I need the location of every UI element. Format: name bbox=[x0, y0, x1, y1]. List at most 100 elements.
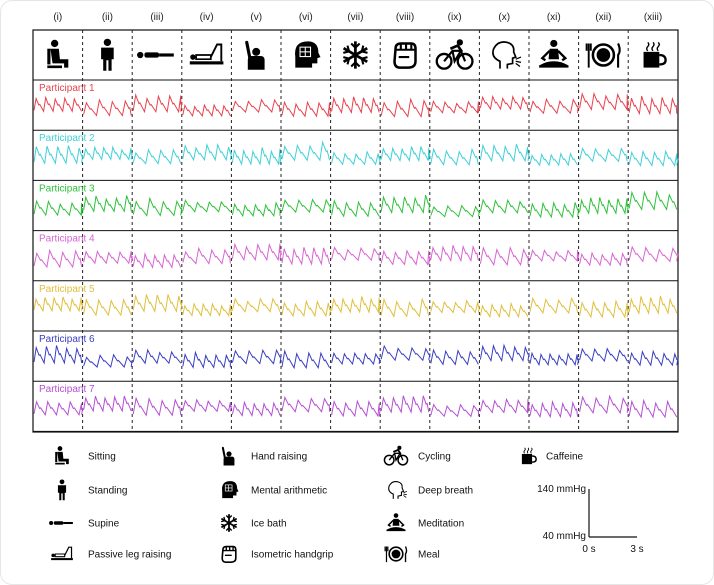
participant-labels: Participant 1 Participant 2 Participant 3 P… bbox=[39, 83, 95, 395]
isometric-handgrip-icon bbox=[393, 42, 417, 69]
legend-label: Meditation bbox=[418, 519, 464, 530]
waveform-trace bbox=[430, 299, 481, 314]
condition-icons bbox=[47, 38, 667, 71]
condition-numeral: (xiii) bbox=[644, 12, 662, 23]
legend-label: Passive leg raising bbox=[88, 550, 171, 561]
participant-label: Participant 5 bbox=[39, 284, 95, 295]
participant-label: Participant 4 bbox=[39, 234, 95, 245]
waveform-trace bbox=[33, 199, 84, 217]
scale-x-start-label: 0 s bbox=[582, 544, 595, 555]
waveform-trace bbox=[231, 297, 281, 313]
legend-label: Standing bbox=[88, 486, 127, 497]
waveform-trace bbox=[628, 398, 678, 419]
participant-label: Participant 1 bbox=[39, 83, 95, 94]
waveform-trace bbox=[479, 301, 529, 319]
condition-numeral: (viii) bbox=[396, 12, 414, 23]
participant-label: Participant 3 bbox=[39, 183, 95, 194]
waveform-trace bbox=[132, 148, 182, 165]
legend-label: Deep breath bbox=[418, 486, 473, 497]
mental-arithmetic-icon bbox=[295, 41, 321, 68]
waveform-trace bbox=[83, 98, 132, 117]
waveform-trace bbox=[33, 296, 84, 313]
waveform-trace bbox=[628, 245, 679, 263]
waveform-trace bbox=[132, 294, 183, 313]
waveform-trace bbox=[430, 99, 481, 115]
hand-raising-icon bbox=[245, 40, 265, 70]
waveform-trace bbox=[182, 103, 231, 118]
waveform-trace bbox=[132, 93, 183, 114]
passive-leg-raising-icon bbox=[189, 43, 224, 65]
waveform-trace bbox=[281, 349, 331, 370]
waveform-trace bbox=[281, 100, 332, 118]
waveform-trace bbox=[579, 347, 628, 363]
legend-label: Cycling bbox=[418, 452, 451, 463]
waveform-trace bbox=[529, 97, 579, 115]
waveform-trace bbox=[182, 199, 231, 213]
caffeine-icon bbox=[521, 447, 537, 465]
mental-arithmetic-icon bbox=[222, 481, 239, 499]
waveform-trace bbox=[33, 345, 83, 365]
waveform-trace bbox=[529, 200, 580, 219]
waveform-trace bbox=[479, 198, 529, 214]
waveform-trace bbox=[380, 395, 430, 414]
waveform-trace bbox=[529, 249, 580, 263]
legend-label: Supine bbox=[88, 519, 120, 530]
cycling-icon bbox=[383, 445, 409, 466]
waveform-trace bbox=[579, 299, 629, 319]
condition-numeral: (i) bbox=[53, 12, 62, 23]
waveform-trace bbox=[579, 91, 629, 112]
cycling-icon bbox=[435, 39, 474, 70]
condition-numeral: (v) bbox=[250, 12, 262, 23]
meal-icon bbox=[384, 546, 408, 563]
waveform-trace bbox=[132, 396, 182, 417]
standing-icon bbox=[101, 38, 114, 71]
sitting-icon bbox=[55, 446, 69, 465]
waveform-trace bbox=[132, 251, 182, 269]
waveform-trace bbox=[380, 195, 431, 215]
grid-lines bbox=[33, 30, 678, 432]
waveform-trace bbox=[479, 94, 529, 111]
waveform-trace bbox=[132, 196, 183, 217]
waveform-trace bbox=[628, 189, 678, 211]
waveform-trace bbox=[380, 97, 430, 118]
waveform-trace bbox=[579, 197, 629, 216]
waveform-trace bbox=[281, 140, 331, 162]
waveform-trace bbox=[33, 145, 84, 165]
passive-leg-raising-icon bbox=[51, 546, 73, 561]
waveform-trace bbox=[430, 244, 479, 263]
waveform-trace bbox=[380, 146, 431, 163]
waveform-trace bbox=[331, 399, 381, 418]
deep-breath-icon bbox=[388, 481, 408, 499]
waveform-trace bbox=[479, 143, 530, 163]
sitting-icon bbox=[47, 39, 69, 69]
participant-label: Participant 2 bbox=[39, 133, 95, 144]
legend-label: Isometric handgrip bbox=[251, 550, 334, 561]
legend-label: Sitting bbox=[88, 452, 116, 463]
waveform-trace bbox=[83, 353, 133, 369]
waveform-trace bbox=[331, 296, 381, 314]
condition-numeral: (xii) bbox=[595, 12, 611, 23]
waveform-trace bbox=[331, 199, 380, 218]
waveform-trace bbox=[281, 198, 332, 214]
caffeine-icon bbox=[643, 41, 667, 68]
standing-icon bbox=[57, 479, 67, 501]
participant-label: Participant 6 bbox=[39, 334, 95, 345]
condition-numeral: (x) bbox=[498, 12, 510, 23]
isometric-handgrip-icon bbox=[221, 545, 237, 563]
waveform-trace bbox=[430, 403, 480, 418]
legend-label: Mental arithmetic bbox=[251, 486, 327, 497]
participant-label: Participant 7 bbox=[39, 384, 95, 395]
scale-top-label: 140 mmHg bbox=[537, 484, 586, 495]
waveform-trace bbox=[182, 350, 231, 369]
waveform-trace bbox=[479, 246, 529, 267]
condition-numeral: (ii) bbox=[102, 12, 113, 23]
waveform-trace bbox=[479, 343, 530, 363]
waveforms bbox=[33, 91, 679, 419]
waveform-trace bbox=[182, 302, 233, 317]
meal-icon bbox=[585, 43, 621, 68]
waveform-trace bbox=[231, 242, 282, 262]
waveform-trace bbox=[628, 95, 678, 116]
